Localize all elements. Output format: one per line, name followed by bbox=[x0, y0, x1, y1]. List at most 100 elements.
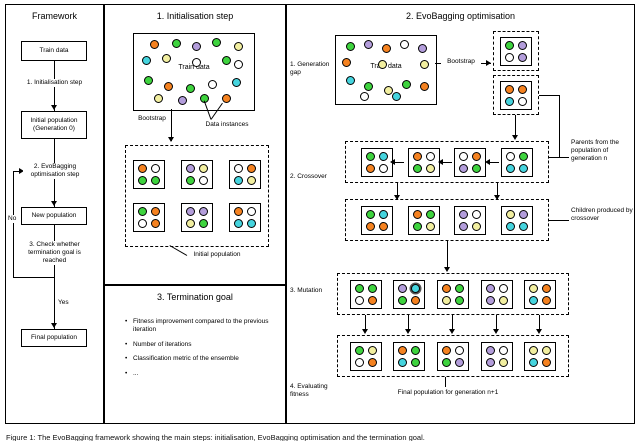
data-point-dot bbox=[378, 60, 387, 69]
connector-line bbox=[54, 61, 55, 329]
arrowhead bbox=[390, 159, 395, 165]
step-label-mutation: 3. Mutation bbox=[290, 287, 323, 294]
data-instance-dot bbox=[354, 345, 364, 355]
data-instance-dot bbox=[505, 40, 514, 50]
node-label: Train data bbox=[39, 47, 69, 55]
data-instance-dot bbox=[247, 219, 256, 228]
edge-label-termination-check: 3. Check whether termination goal is rea… bbox=[17, 241, 92, 266]
data-point-dot bbox=[162, 54, 171, 63]
arrowhead bbox=[168, 137, 174, 142]
data-instance-dot bbox=[412, 151, 422, 161]
step-label-generation-gap: 1. Generation gap bbox=[290, 61, 330, 77]
bag bbox=[349, 279, 382, 309]
bag bbox=[181, 203, 213, 232]
data-instance-dot bbox=[234, 176, 243, 185]
initial-population-box bbox=[125, 145, 269, 247]
data-instance-dot bbox=[441, 345, 451, 355]
initialisation-title: 1. Initialisation step bbox=[156, 11, 234, 21]
data-instance-dot bbox=[367, 295, 377, 305]
data-instance-dot bbox=[247, 176, 256, 185]
data-instance-dot bbox=[411, 345, 421, 355]
bag bbox=[349, 341, 382, 371]
edge-label-optimisation: 2. EvoBagging optimisation step bbox=[23, 163, 87, 180]
bag bbox=[133, 203, 165, 232]
children-row bbox=[345, 199, 549, 241]
data-point-dot bbox=[192, 42, 201, 51]
bag bbox=[436, 279, 469, 309]
data-instance-dot bbox=[505, 52, 514, 62]
bag bbox=[407, 205, 440, 235]
data-instance-dot bbox=[378, 221, 388, 231]
data-point-dot bbox=[212, 38, 221, 47]
data-instance-dot bbox=[354, 295, 364, 305]
children-note: Children produced by crossover bbox=[571, 207, 633, 223]
data-instance-dot bbox=[378, 209, 388, 219]
data-instance-dot bbox=[498, 283, 508, 293]
pointer-line bbox=[539, 95, 559, 96]
data-instance-dot bbox=[378, 151, 388, 161]
data-instance-dot bbox=[411, 357, 421, 367]
data-point-dot bbox=[222, 94, 231, 103]
data-point-dot bbox=[364, 40, 373, 49]
data-instance-dot bbox=[459, 221, 469, 231]
data-instance-dot bbox=[234, 207, 243, 216]
data-instance-dot bbox=[199, 164, 208, 173]
arrowhead bbox=[51, 201, 57, 206]
final-population-note: Final population for generation n+1 bbox=[397, 389, 499, 396]
termination-bullet: Fitness improvement compared to the prev… bbox=[125, 318, 273, 335]
arrowhead bbox=[449, 329, 455, 334]
data-instance-dot bbox=[519, 209, 529, 219]
data-instance-dot bbox=[506, 151, 516, 161]
data-instance-dot bbox=[441, 357, 451, 367]
arrowhead bbox=[512, 135, 518, 140]
data-point-dot bbox=[402, 80, 411, 89]
data-point-dot bbox=[208, 80, 217, 89]
data-instance-dot bbox=[138, 164, 147, 173]
data-instance-dot bbox=[151, 219, 160, 228]
data-instance-dot bbox=[199, 219, 208, 228]
data-point-dot bbox=[346, 42, 355, 51]
data-instance-dot bbox=[367, 345, 377, 355]
node-label: New population bbox=[31, 212, 77, 220]
data-point-dot bbox=[222, 56, 231, 65]
data-instances-label: Data instances bbox=[201, 121, 253, 130]
bag bbox=[360, 205, 393, 235]
data-instance-dot bbox=[454, 357, 464, 367]
arrowhead bbox=[493, 329, 499, 334]
arrowhead bbox=[19, 168, 24, 174]
data-instance-dot bbox=[234, 164, 243, 173]
data-instance-dot bbox=[247, 207, 256, 216]
step-label-crossover: 2. Crossover bbox=[290, 173, 327, 180]
arrowhead bbox=[362, 329, 368, 334]
edge-label-initialisation: 1. Initialisation step bbox=[10, 79, 99, 88]
arrowhead bbox=[438, 159, 443, 165]
termination-bullet: Classification metric of the ensemble bbox=[125, 355, 273, 364]
data-instance-dot bbox=[472, 163, 482, 173]
data-instance-dot bbox=[425, 209, 435, 219]
bootstrap-label: Bootstrap bbox=[441, 58, 481, 67]
data-instance-dot bbox=[425, 221, 435, 231]
initial-population-label: Initial population bbox=[189, 251, 245, 260]
data-instance-dot bbox=[398, 295, 408, 305]
parents-note: Parents from the population of generatio… bbox=[571, 139, 620, 163]
data-instance-dot bbox=[398, 345, 408, 355]
termination-bullet: ... bbox=[125, 370, 273, 379]
data-instance-dot bbox=[542, 283, 552, 293]
data-instance-dot bbox=[441, 283, 451, 293]
crossover-arrow-line bbox=[489, 162, 499, 163]
node-label: Initial population (Generation 0) bbox=[30, 117, 78, 132]
bag bbox=[524, 341, 557, 371]
data-instance-dot bbox=[186, 176, 195, 185]
data-instance-dot bbox=[459, 163, 469, 173]
arrowhead bbox=[486, 60, 491, 66]
node-label: Final population bbox=[31, 334, 77, 342]
data-instance-dot bbox=[505, 96, 514, 106]
data-instance-dot bbox=[199, 207, 208, 216]
data-point-dot bbox=[400, 40, 409, 49]
data-instance-dot bbox=[151, 207, 160, 216]
data-instance-dot bbox=[398, 357, 408, 367]
arrowhead bbox=[51, 323, 57, 328]
connector-line bbox=[13, 171, 14, 277]
data-instance-dot bbox=[425, 151, 435, 161]
bag bbox=[229, 203, 261, 232]
